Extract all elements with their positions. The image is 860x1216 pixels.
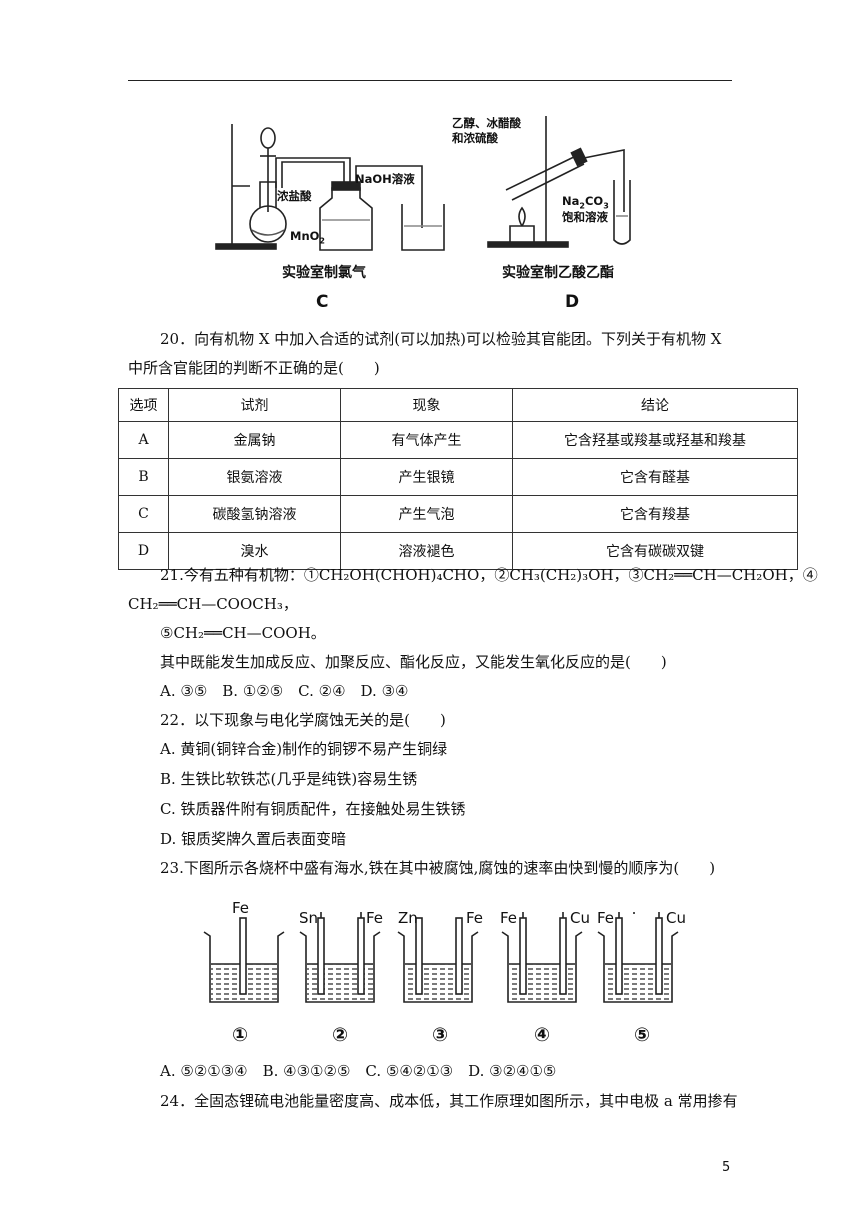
table-row: B 银氨溶液 产生银镜 它含有醛基 [118,458,798,496]
cell: D [118,532,169,570]
cell: 溴水 [168,532,341,570]
page-number: 5 [722,1160,731,1175]
label-saturated-solution: 饱和溶液 [562,210,608,224]
q22-stem: 22．以下现象与电化学腐蚀无关的是( ) [160,711,446,729]
ester-apparatus-drawing [487,116,631,248]
table-row: C 碳酸氢钠溶液 产生气泡 它含有羧基 [118,495,798,533]
q21-line3: ⑤CH₂══CH—COOH。 [160,624,326,642]
header-option: 选项 [118,388,169,422]
q23-options: A. ⑤②①③④ B. ④③①②⑤ C. ⑤④②①③ D. ③②④①⑤ [160,1062,557,1080]
header-phenomenon: 现象 [340,388,513,422]
beaker-3-right-label: Fe [466,909,484,927]
q21-line1: 21.今有五种有机物：①CH₂OH(CHOH)₄CHO，②CH₃(CH₂)₃OH… [160,566,818,584]
cell: 它含羟基或羧基或羟基和羧基 [512,421,798,459]
label-reagents-1: 乙醇、冰醋酸 [452,116,521,130]
q22-option-b: B. 生铁比软铁芯(几乎是纯铁)容易生锈 [160,770,418,788]
q24-line1: 24．全固态锂硫电池能量密度高、成本低，其工作原理如图所示，其中电极 a 常用掺… [160,1092,738,1110]
beaker-1-number: ① [232,1024,249,1046]
cell: 金属钠 [168,421,341,459]
cell: 银氨溶液 [168,458,341,496]
figure-letter-d: D [565,292,580,312]
cell: 它含有羧基 [512,495,798,533]
q22-option-a: A. 黄铜(铜锌合金)制作的铜锣不易产生铜绿 [160,740,448,758]
q22-option-d: D. 银质奖牌久置后表面变暗 [160,830,347,848]
label-naoh: NaOH溶液 [355,172,415,186]
beakers-drawing [203,912,679,1003]
beaker-2-number: ② [332,1024,349,1046]
beaker-3-number: ③ [432,1024,449,1046]
q21-line4: 其中既能发生加成反应、加聚反应、酯化反应，又能发生氧化反应的是( ) [160,653,667,671]
beaker-5-number: ⑤ [634,1024,651,1046]
cell: 产生气泡 [340,495,513,533]
q20-table: 选项 试剂 现象 结论 A 金属钠 有气体产生 它含羟基或羧基或羟基和羧基 B … [118,388,798,570]
figure-letter-c: C [316,292,329,312]
cell: 产生银镜 [340,458,513,496]
header-conclusion: 结论 [512,388,798,422]
beaker-4-left-label: Fe [500,909,518,927]
header-rule [128,80,732,81]
table-row: A 金属钠 有气体产生 它含羟基或羧基或羟基和羧基 [118,421,798,459]
beaker-4-right-label: Cu [570,909,590,927]
cell: 它含有碳碳双键 [512,532,798,570]
label-mno2: MnO2 [290,229,325,246]
q20-line1: 20．向有机物 X 中加入合适的试剂(可以加热)可以检验其官能团。下列关于有机物… [160,330,722,348]
beaker-3-left-label: Zn [398,909,418,927]
table-header-row: 选项 试剂 现象 结论 [118,388,798,422]
q21-line2: CH₂══CH—COOCH₃， [128,595,298,613]
label-reagents-2: 和浓硫酸 [452,131,498,145]
caption-d: 实验室制乙酸乙酯 [502,265,614,281]
beaker-1-left-label: Fe [232,899,250,917]
beaker-2-right-label: Fe [366,909,384,927]
chlorine-apparatus-drawing [215,124,445,251]
label-na2co3: Na2CO3 [562,194,609,211]
cell: B [118,458,169,496]
beaker-5-left-label: Fe [597,909,615,927]
q22-option-c: C. 铁质器件附有铜质配件，在接触处易生铁锈 [160,800,466,818]
q20-line2: 中所含官能团的判断不正确的是( ) [128,359,380,377]
beaker-4-number: ④ [534,1024,551,1046]
cell: 它含有醛基 [512,458,798,496]
header-reagent: 试剂 [168,388,341,422]
table-row: D 溴水 溶液褪色 它含有碳碳双键 [118,532,798,570]
cell: C [118,495,169,533]
beaker-2-left-label: Sn [299,909,319,927]
cell: 有气体产生 [340,421,513,459]
beaker-5-right-label: Cu [666,909,686,927]
label-hcl: 浓盐酸 [277,189,312,203]
cell: 溶液褪色 [340,532,513,570]
cell: A [118,421,169,459]
cell: 碳酸氢钠溶液 [168,495,341,533]
q23-stem: 23.下图所示各烧杯中盛有海水,铁在其中被腐蚀,腐蚀的速率由快到慢的顺序为( ) [160,859,716,877]
caption-c: 实验室制氯气 [282,265,366,281]
q21-options: A. ③⑤ B. ①②⑤ C. ②④ D. ③④ [160,682,409,700]
